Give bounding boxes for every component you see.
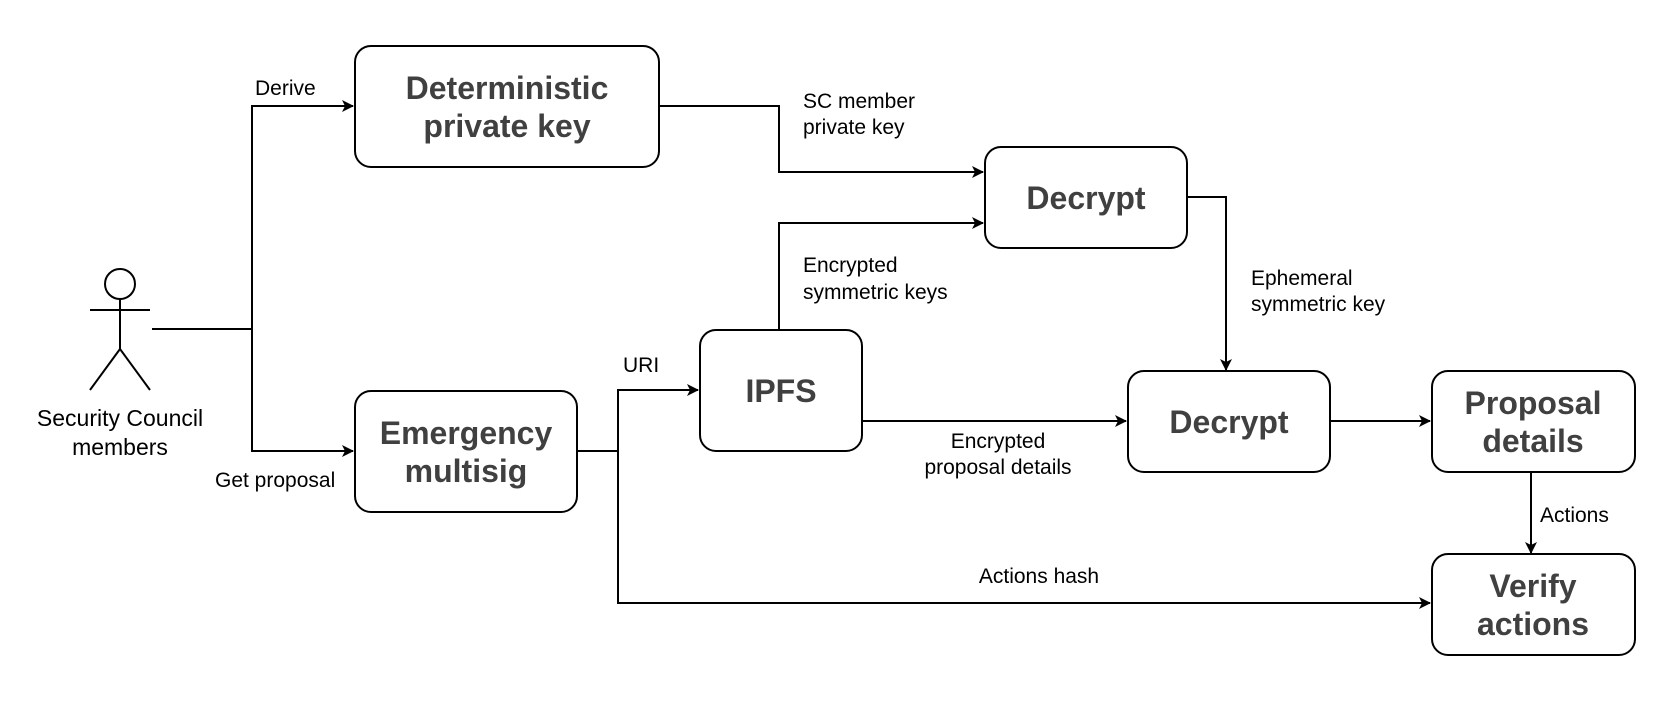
node-emergency-multisig: Emergency multisig xyxy=(354,390,578,513)
node-label: multisig xyxy=(405,453,528,489)
node-label: Decrypt xyxy=(1169,404,1289,440)
node-label: Emergency xyxy=(380,415,553,451)
node-decrypt-details: Decrypt xyxy=(1127,370,1331,473)
edge-label-sc-key-1: SC member xyxy=(803,90,915,113)
actor-head xyxy=(104,268,136,300)
node-label: Proposal xyxy=(1465,385,1602,421)
edge-label-get-proposal: Get proposal xyxy=(215,469,335,492)
edge-label-uri: URI xyxy=(623,354,659,377)
node-label: Deterministic xyxy=(406,70,609,106)
edge-multisig-to-ipfs xyxy=(577,384,699,452)
node-label: private key xyxy=(423,108,590,144)
node-decrypt-keys: Decrypt xyxy=(984,146,1188,249)
edge-private-key-to-decrypt xyxy=(658,105,984,178)
node-deterministic-private-key: Deterministic private key xyxy=(354,45,660,168)
edge-label-actions-hash: Actions hash xyxy=(979,565,1099,588)
node-label: Decrypt xyxy=(1026,180,1146,216)
edge-decrypt-to-decrypt xyxy=(1186,196,1232,371)
edge-get-proposal xyxy=(251,329,354,457)
security-council-actor: Security Council members xyxy=(37,268,203,460)
edge-label-actions: Actions xyxy=(1540,504,1609,527)
edge-label-sc-key-2: private key xyxy=(803,116,905,139)
edge-label-derive: Derive xyxy=(255,77,316,100)
edge-label-ephemeral-2: symmetric key xyxy=(1251,293,1386,316)
actor-label-line1: Security Council xyxy=(37,405,203,431)
edge-label-encrypted-keys-1: Encrypted xyxy=(803,254,898,277)
edge-ipfs-to-decrypt xyxy=(778,217,984,329)
edge-label-encrypted-details-2: proposal details xyxy=(924,456,1071,479)
edge-label-encrypted-keys-2: symmetric keys xyxy=(803,281,948,304)
node-label: actions xyxy=(1477,606,1589,642)
edge-label-ephemeral-1: Ephemeral xyxy=(1251,267,1353,290)
node-label: details xyxy=(1482,423,1583,459)
edge-multisig-actions-hash xyxy=(617,451,1431,609)
actor-label-line2: members xyxy=(72,434,168,460)
edge-label-encrypted-details-1: Encrypted xyxy=(951,430,1046,453)
node-label: Verify xyxy=(1489,568,1576,604)
edge-derive xyxy=(251,100,354,329)
node-verify-actions: Verify actions xyxy=(1431,553,1636,656)
actor-right-leg xyxy=(119,348,151,391)
node-proposal-details: Proposal details xyxy=(1431,370,1636,473)
node-label: IPFS xyxy=(745,373,816,409)
actor-left-leg xyxy=(89,348,121,391)
node-ipfs: IPFS xyxy=(699,329,863,452)
